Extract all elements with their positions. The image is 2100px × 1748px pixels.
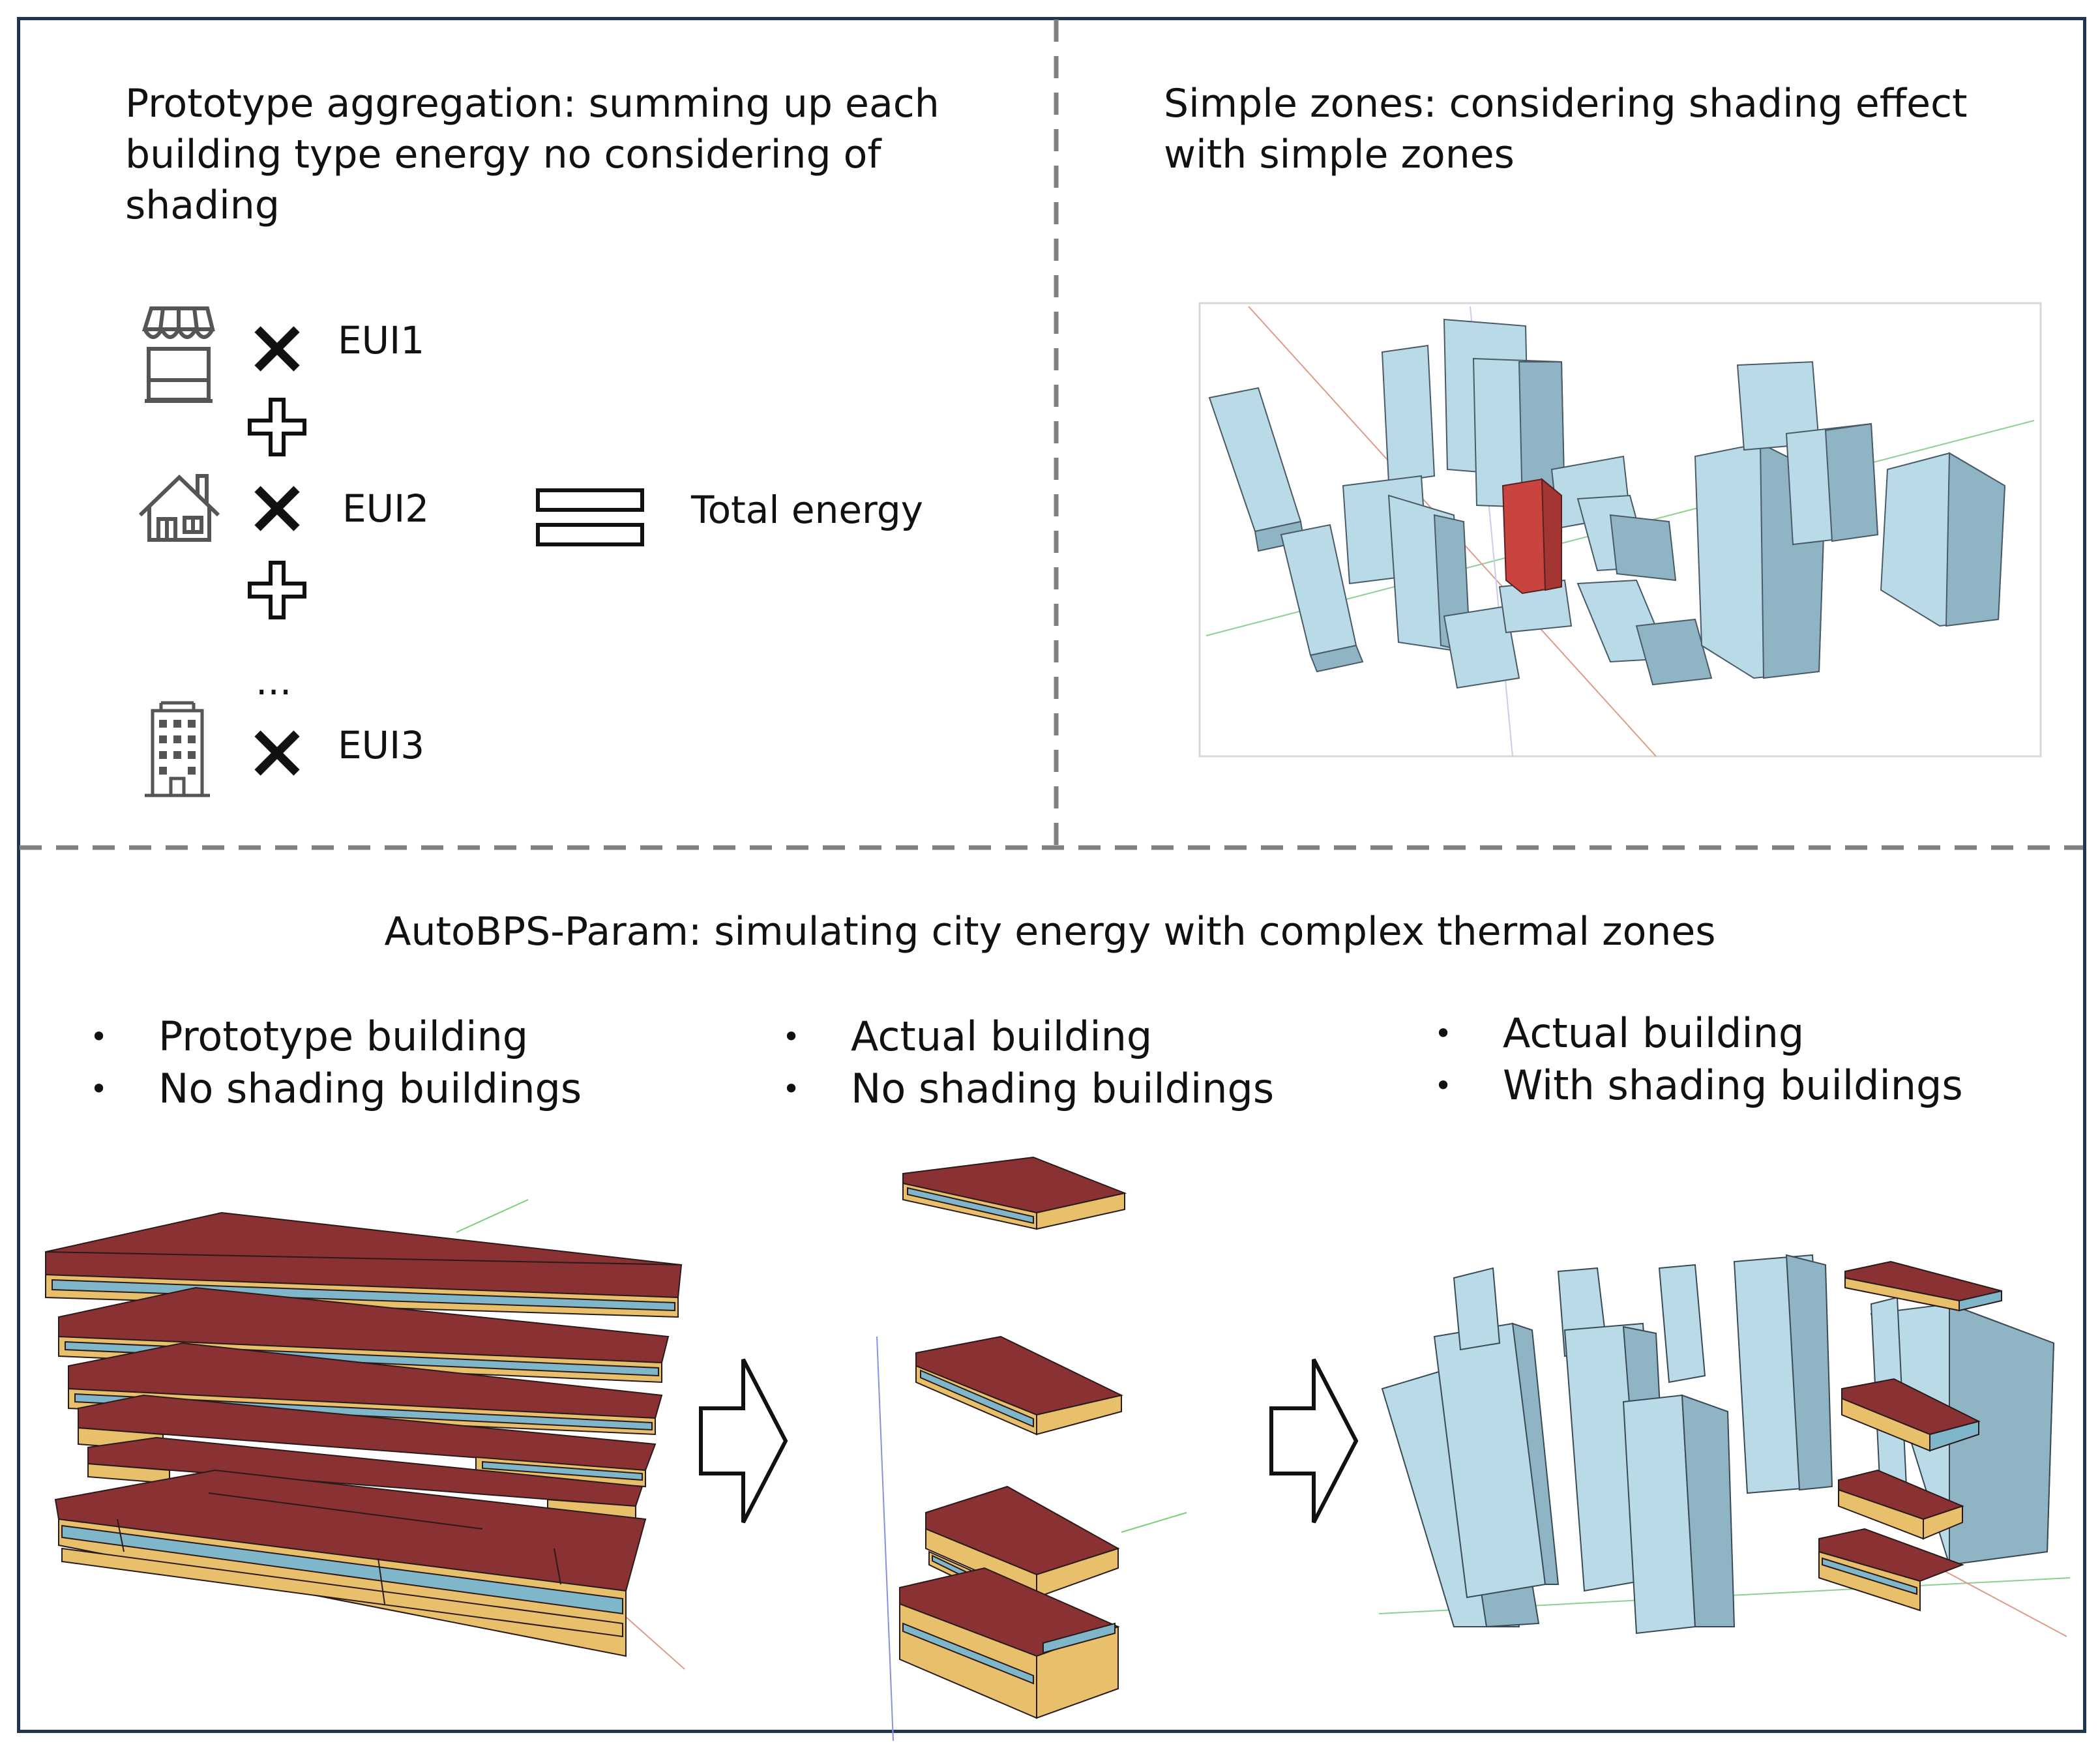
bullet-item: With shading buildings <box>1434 1059 1963 1112</box>
plus-icon <box>248 398 306 456</box>
multiply-icon <box>254 730 300 776</box>
eui-label-3: EUI3 <box>338 723 425 767</box>
prototype-panel-title: Prototype aggregation: summing up each b… <box>125 81 939 228</box>
context-buildings <box>1208 318 2006 689</box>
target-building <box>1501 477 1562 595</box>
bullet-item: Actual building <box>782 1011 1274 1063</box>
actual-building-model <box>876 1156 1187 1741</box>
bullets-actual-column: Actual building No shading buildings <box>782 1011 1274 1115</box>
bullet-item: No shading buildings <box>90 1063 582 1115</box>
eui-label-1: EUI1 <box>338 318 425 363</box>
total-energy-label: Total energy <box>691 488 923 532</box>
shading-context-model <box>1378 1254 2071 1637</box>
shading-target-floors <box>1818 1260 2002 1612</box>
multiply-icon <box>254 486 300 531</box>
figure-frame <box>17 17 2086 1733</box>
store-icon <box>141 306 215 403</box>
office-building-icon <box>145 701 210 797</box>
eui-label-2: EUI2 <box>342 486 430 531</box>
prototype-building-model <box>45 1199 685 1670</box>
plus-icon <box>248 561 306 619</box>
simple-zones-title: Simple zones: considering shading effect… <box>1164 81 1968 177</box>
bullets-prototype-column: Prototype building No shading buildings <box>90 1011 582 1115</box>
house-icon <box>138 474 220 542</box>
arrow-right-icon <box>1269 1358 1359 1524</box>
ellipsis: ... <box>256 659 292 704</box>
arrow-right-icon <box>699 1358 788 1524</box>
equals-icon <box>536 488 644 546</box>
multiply-icon <box>254 326 300 372</box>
bullets-shading-column: Actual building With shading buildings <box>1434 1007 1963 1112</box>
autobps-title: AutoBPS-Param: simulating city energy wi… <box>384 909 1716 955</box>
bullet-item: Prototype building <box>90 1011 582 1063</box>
bullet-item: Actual building <box>1434 1007 1963 1059</box>
bullet-item: No shading buildings <box>782 1063 1274 1115</box>
